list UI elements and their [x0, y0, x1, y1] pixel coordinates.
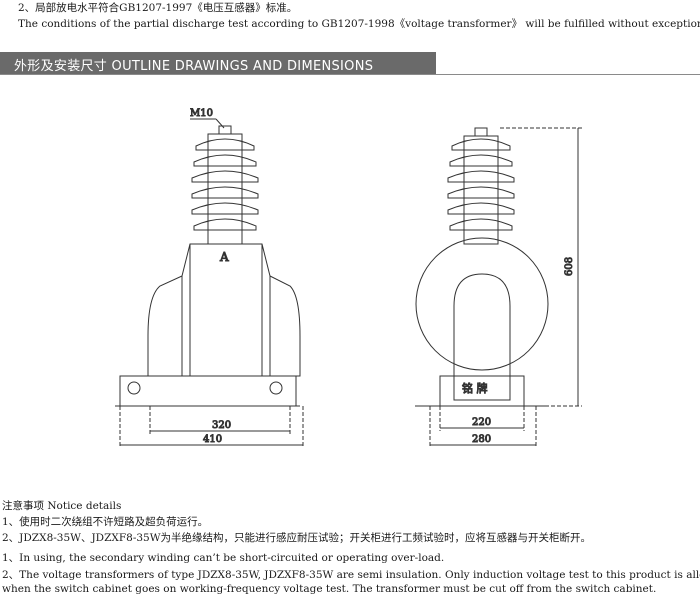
transformer-body — [147, 243, 301, 377]
terminal-cap-right — [474, 127, 488, 137]
note-item: 1、使用时二次绕组不许短路及超负荷运行。 — [2, 516, 209, 528]
note-item: 1、In using, the secondary winding can’t … — [2, 552, 445, 564]
right-view: 铭 牌 608 220 280 — [415, 127, 582, 448]
core-window — [453, 273, 511, 376]
note-item: 2、JDZX8-35W、JDZXF8-35W为半绝缘结构，只能进行感应耐压试验；… — [2, 532, 592, 544]
dim-608: 608 — [564, 257, 575, 276]
dim-410: 410 — [203, 434, 222, 445]
left-view: M10 A 320 4 — [115, 108, 304, 448]
terminal-label: M10 — [190, 108, 213, 119]
nameplate-box — [453, 375, 511, 401]
base-frame — [119, 375, 297, 407]
insulator-sheds — [191, 138, 259, 231]
nameplate: 铭 牌 — [462, 381, 488, 395]
section-title: 外形及安装尺寸 OUTLINE DRAWINGS AND DIMENSIONS — [14, 59, 374, 74]
insulator-core-right — [463, 135, 499, 245]
partial-discharge-cn-line: 2、局部放电水平符合GB1207-1997《电压互感器》标准。 — [18, 2, 298, 14]
section-header: 外形及安装尺寸 OUTLINE DRAWINGS AND DIMENSIONS — [0, 52, 436, 74]
bolt-right — [269, 381, 283, 395]
dim-280: 280 — [472, 434, 491, 445]
outline-drawing: M10 A 320 4 — [115, 108, 582, 448]
section-divider — [0, 74, 700, 75]
note-item: 2、The voltage transformers of type JDZX8… — [2, 569, 700, 581]
partial-discharge-en-line: The conditions of the partial discharge … — [18, 18, 700, 30]
notes-title: 注意事项 Notice details — [2, 500, 122, 512]
dim-320: 320 — [212, 420, 231, 431]
bolt-left — [127, 381, 141, 395]
note-item: when the switch cabinet goes on working-… — [2, 583, 657, 595]
dim-220: 220 — [472, 417, 491, 428]
terminal-leader-tip — [215, 118, 225, 129]
core-ring — [415, 237, 549, 371]
marker-label: A — [219, 250, 229, 264]
terminal-cap — [218, 125, 232, 135]
insulator-sheds-right — [447, 138, 515, 231]
